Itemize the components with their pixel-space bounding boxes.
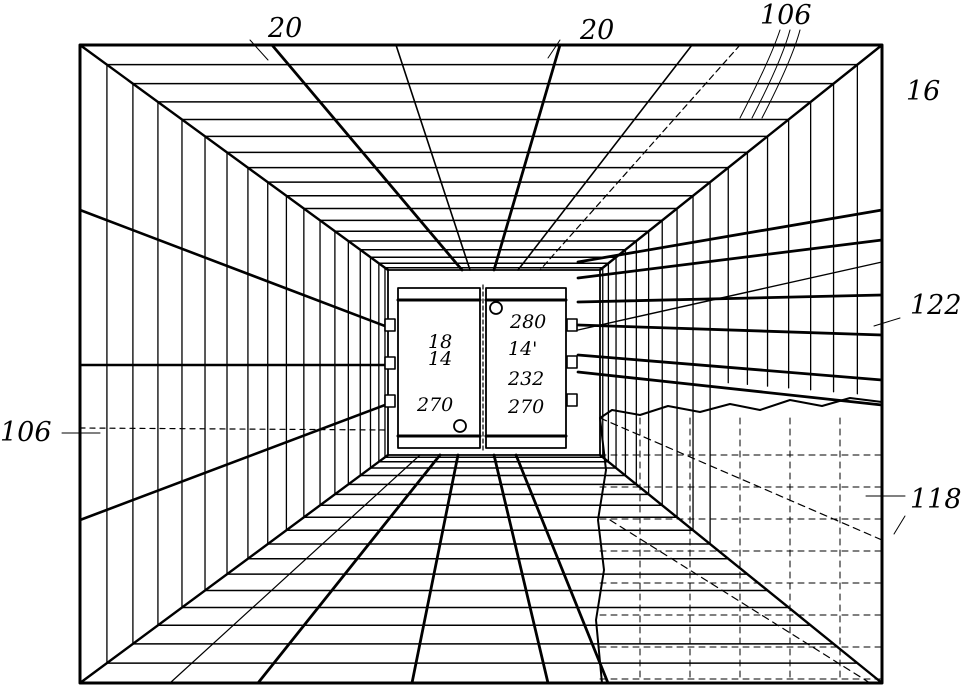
corner-edge <box>78 43 390 272</box>
corner-edge <box>598 453 884 685</box>
wall-clip <box>566 355 578 369</box>
label-18: 18 <box>428 331 452 353</box>
leader-line <box>249 39 269 61</box>
right-wall-rail <box>576 323 884 337</box>
leader-line <box>893 515 906 535</box>
label-106-top: 106 <box>760 0 812 31</box>
label-118: 118 <box>910 484 962 515</box>
ceiling-rail-dashed <box>539 44 741 271</box>
floor-rail-thin <box>169 454 421 684</box>
right-wall-rail <box>576 370 884 407</box>
wall-clip <box>384 356 396 370</box>
wall-clip <box>384 394 396 408</box>
ceiling-rail <box>395 44 471 271</box>
label-122: 122 <box>910 290 962 321</box>
label-20-right: 20 <box>579 15 614 46</box>
cutaway-edge <box>599 397 883 419</box>
right-wall-rail <box>576 238 884 280</box>
leader-line <box>547 39 561 59</box>
right-wall-rail <box>576 353 884 382</box>
ceiling-rail <box>492 43 562 272</box>
label-270-right: 270 <box>507 396 544 418</box>
wall-clip <box>384 318 396 332</box>
lock-circle <box>453 419 467 433</box>
hidden-diagonal <box>609 519 871 684</box>
label-270-left: 270 <box>416 394 453 416</box>
label-20-left: 20 <box>267 13 302 44</box>
wall-clip <box>566 318 578 332</box>
right-door <box>485 287 567 449</box>
left-wall-rail <box>78 208 387 328</box>
label-232: 232 <box>507 368 544 390</box>
leader-line <box>739 29 781 119</box>
left-wall-rail <box>78 403 387 522</box>
right-wall-rail <box>576 208 884 264</box>
drawing-lines <box>61 29 906 685</box>
label-14: 14 <box>428 348 452 370</box>
floor-rail <box>256 453 442 685</box>
floor-rail <box>514 453 610 685</box>
cutaway-edge <box>595 417 607 684</box>
right-wall-rail-thin <box>577 261 883 331</box>
ceiling-rail <box>270 43 464 272</box>
corner-edge <box>78 453 390 685</box>
floor-rail <box>410 453 460 685</box>
left-wall-dashed <box>79 427 389 431</box>
right-wall-rail <box>576 293 884 304</box>
lock-circle <box>489 301 503 315</box>
corner-edge <box>598 43 884 272</box>
floor-rail <box>492 453 550 685</box>
label-14-prime: 14' <box>508 338 537 360</box>
label-16: 16 <box>906 76 940 107</box>
leader-line <box>761 29 801 119</box>
leader-line <box>751 29 791 119</box>
label-106-left: 106 <box>0 417 52 448</box>
leader-line <box>873 317 901 327</box>
hidden-diagonal <box>599 417 883 541</box>
wall-clip <box>566 393 578 407</box>
label-280: 280 <box>509 311 546 333</box>
ceiling-rail <box>517 44 693 271</box>
left-door <box>397 287 481 449</box>
